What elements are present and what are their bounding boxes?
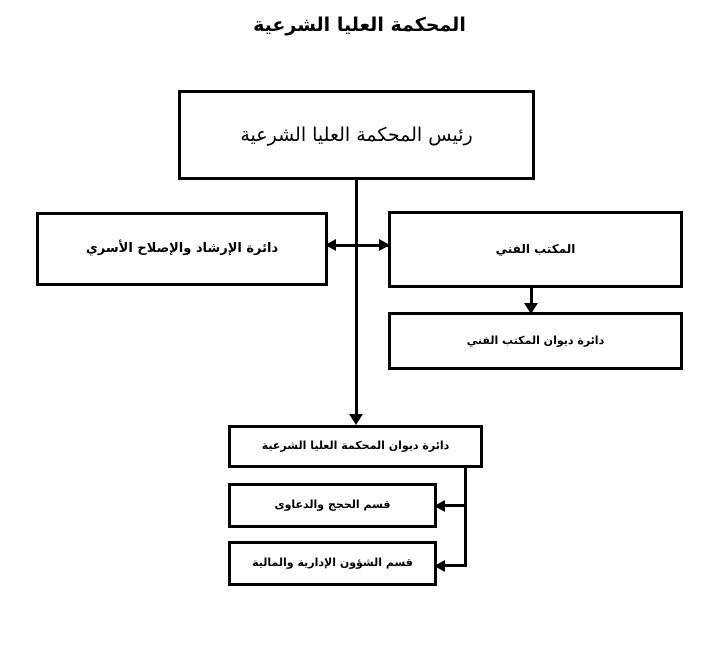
connector-president-to-court-registry <box>355 180 358 419</box>
node-court-registry: دائرة ديوان المحكمة العليا الشرعية <box>228 425 483 468</box>
node-technical-office-label: المكتب الفني <box>495 241 576 256</box>
node-deeds-section-label: قسم الحجج والدعاوى <box>274 498 391 512</box>
arrow-down-icon-court-registry <box>349 414 363 425</box>
node-admin-finance-section-label: قسم الشؤون الإدارية والمالية <box>252 556 413 570</box>
node-technical-office-registry: دائرة ديوان المكتب الفني <box>388 312 683 370</box>
node-admin-finance-section: قسم الشؤون الإدارية والمالية <box>228 541 437 586</box>
connector-technical-to-registry <box>530 288 533 305</box>
arrow-left-icon-admin-finance-section <box>434 559 445 572</box>
page-title: المحكمة العليا الشرعية <box>253 14 466 36</box>
node-family-guidance: دائرة الإرشاد والإصلاح الأسري <box>36 212 328 286</box>
node-technical-office: المكتب الفني <box>388 211 683 288</box>
node-technical-office-registry-label: دائرة ديوان المكتب الفني <box>466 333 605 347</box>
arrow-left-icon-family-guidance <box>325 239 336 251</box>
arrow-down-icon-technical-registry <box>524 303 538 314</box>
connector-family-technical-link <box>328 244 389 247</box>
connector-registry-bracket <box>464 468 467 567</box>
connector-registry-to-deeds <box>443 504 467 507</box>
node-president-label: رئيس المحكمة العليا الشرعية <box>240 123 473 146</box>
node-deeds-section: قسم الحجج والدعاوى <box>228 483 437 528</box>
connector-registry-to-admin <box>443 564 467 567</box>
node-president: رئيس المحكمة العليا الشرعية <box>178 90 535 180</box>
node-court-registry-label: دائرة ديوان المحكمة العليا الشرعية <box>261 439 450 453</box>
node-family-guidance-label: دائرة الإرشاد والإصلاح الأسري <box>85 240 279 256</box>
arrow-left-icon-deeds-section <box>434 499 445 512</box>
arrow-right-icon-technical-office <box>379 239 390 251</box>
